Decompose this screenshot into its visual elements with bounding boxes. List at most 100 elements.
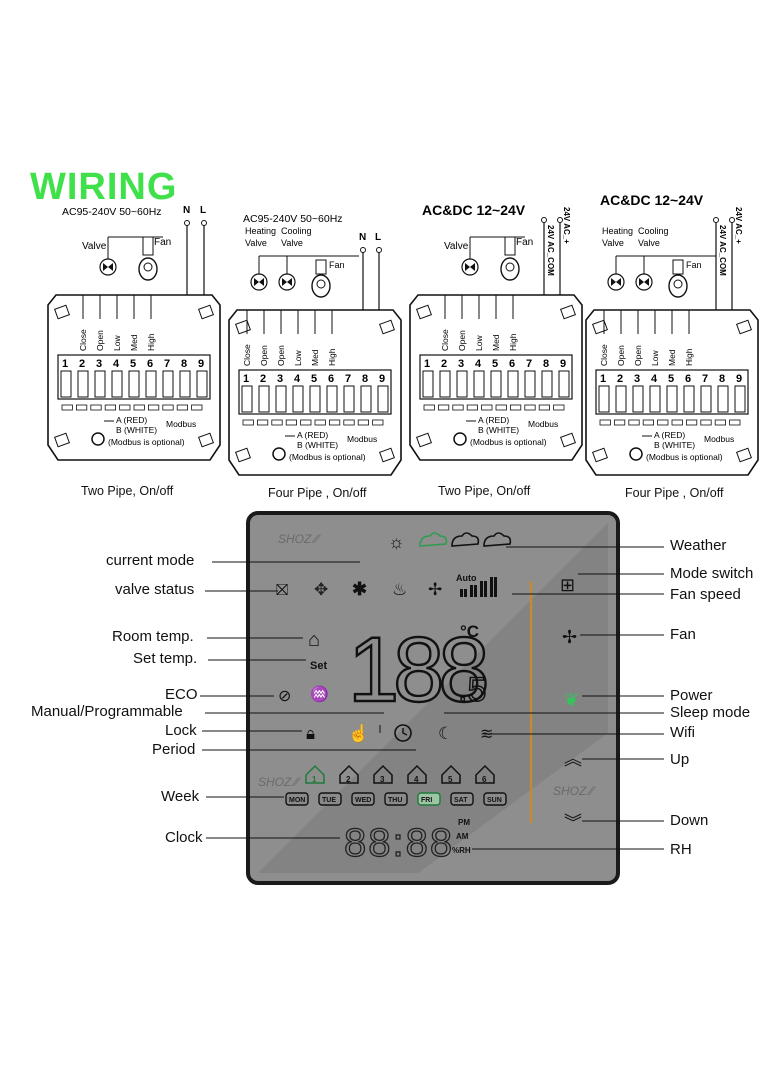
callout-rh: RH	[670, 841, 692, 858]
power-leaf-icon: ❦	[564, 690, 579, 710]
terminal-number: 2	[441, 358, 447, 370]
vent-slot	[372, 419, 384, 426]
n-label: N	[183, 205, 190, 216]
corner-tab	[592, 447, 608, 463]
vent-slot	[452, 404, 464, 411]
period-number: 5	[448, 775, 453, 784]
temperature-digits: 188	[348, 619, 486, 721]
fan-box	[142, 236, 154, 256]
weekday-label: TUE	[322, 797, 336, 804]
vent-slot	[285, 419, 298, 426]
callout-power: Power	[670, 687, 713, 704]
com-terminal	[713, 217, 719, 223]
terminal-slot	[60, 370, 72, 398]
modbus-optional: (Modbus is optional)	[646, 452, 723, 462]
fan-label: Fan	[329, 260, 345, 270]
modbus-label: Modbus	[528, 419, 558, 429]
terminal-number: 7	[164, 358, 170, 370]
terminal-number: 3	[634, 373, 640, 385]
terminal-label: Med	[667, 349, 677, 366]
terminal-label: Low	[112, 335, 122, 351]
terminal-number: 7	[345, 373, 351, 385]
sun-icon: ☼	[388, 532, 405, 552]
vent-slot	[104, 404, 116, 411]
vent-slot	[686, 419, 698, 426]
terminal-slot	[343, 385, 355, 413]
terminal-number: 1	[62, 358, 68, 370]
supply-label: AC95-240V 50~60Hz	[243, 213, 343, 225]
vent-slot	[300, 419, 312, 426]
weekday-label: WED	[355, 797, 371, 804]
heating-label: Heating	[602, 226, 633, 236]
fan-label: Fan	[686, 260, 702, 270]
terminal-number: 1	[243, 373, 249, 385]
valve-icon	[254, 278, 264, 286]
valve-icon	[639, 278, 649, 286]
callout-room-temp: Room temp.	[112, 628, 194, 645]
modbus-label: Modbus	[166, 419, 196, 429]
terminal-number: 3	[96, 358, 102, 370]
terminal-slot	[326, 385, 338, 413]
terminal-number: 1	[424, 358, 430, 370]
vent-slot	[162, 404, 174, 411]
modbus-b: B (WHITE)	[478, 425, 519, 435]
terminal-slot	[422, 370, 434, 398]
terminal-label: Low	[650, 350, 660, 366]
modbus-a: A (RED)	[116, 415, 147, 425]
period-number: 6	[482, 775, 487, 784]
pm-label: PM	[458, 818, 470, 827]
weekday-badge	[450, 792, 474, 806]
terminal-label: Open	[633, 345, 643, 366]
vent-slot	[714, 419, 727, 426]
period-icon	[441, 764, 461, 784]
terminal-slot	[241, 385, 253, 413]
terminal-number: 9	[736, 373, 742, 385]
period-number: 1	[312, 775, 317, 784]
terminal-number: 5	[130, 358, 136, 370]
terminal-slot	[292, 385, 304, 413]
cool-mode-icon: ✱	[352, 579, 367, 599]
vent-slot	[495, 404, 507, 411]
weekday-label: SAT	[454, 797, 468, 804]
terminal-label: Open	[616, 345, 626, 366]
terminal-slot	[94, 370, 106, 398]
vent-slot	[191, 404, 203, 411]
terminal-label: Med	[310, 349, 320, 366]
fan-label: Fan	[516, 237, 533, 248]
n-label: N	[359, 232, 366, 243]
modbus-a: A (RED)	[478, 415, 509, 425]
fan-hub	[143, 262, 153, 272]
terminal-label: Close	[242, 344, 252, 366]
panel-1-caption: Two Pipe, On/off	[81, 484, 174, 498]
corner-tab	[560, 432, 576, 448]
terminal-number: 3	[458, 358, 464, 370]
vent-slot	[553, 404, 565, 411]
terminal-number: 9	[560, 358, 566, 370]
vent-slot	[176, 404, 188, 411]
modbus-optional: (Modbus is optional)	[108, 437, 185, 447]
modbus-a: A (RED)	[297, 430, 328, 440]
vent-slot	[524, 404, 536, 411]
modbus-label: Modbus	[347, 434, 377, 444]
period-number: 3	[380, 775, 385, 784]
weekday-badge	[318, 792, 342, 806]
callout-sleep-mode: Sleep mode	[670, 704, 751, 721]
corner-tab	[198, 432, 214, 448]
valve-icon	[103, 263, 113, 271]
decimal-digit: .5	[458, 671, 486, 709]
supply-label: AC&DC 12~24V	[600, 192, 704, 208]
terminal-label: High	[146, 333, 156, 351]
modbus-a: A (RED)	[654, 430, 685, 440]
auto-label: Auto	[456, 573, 477, 583]
terminal-number: 2	[79, 358, 85, 370]
fan-speed-bar	[474, 585, 477, 597]
valve-label: Valve	[245, 238, 267, 248]
room-temp-icon: ⌂	[308, 629, 320, 651]
terminal-label: Open	[276, 345, 286, 366]
corner-tab	[736, 447, 752, 463]
vent-slot	[700, 419, 712, 426]
terminal-label: Low	[474, 335, 484, 351]
